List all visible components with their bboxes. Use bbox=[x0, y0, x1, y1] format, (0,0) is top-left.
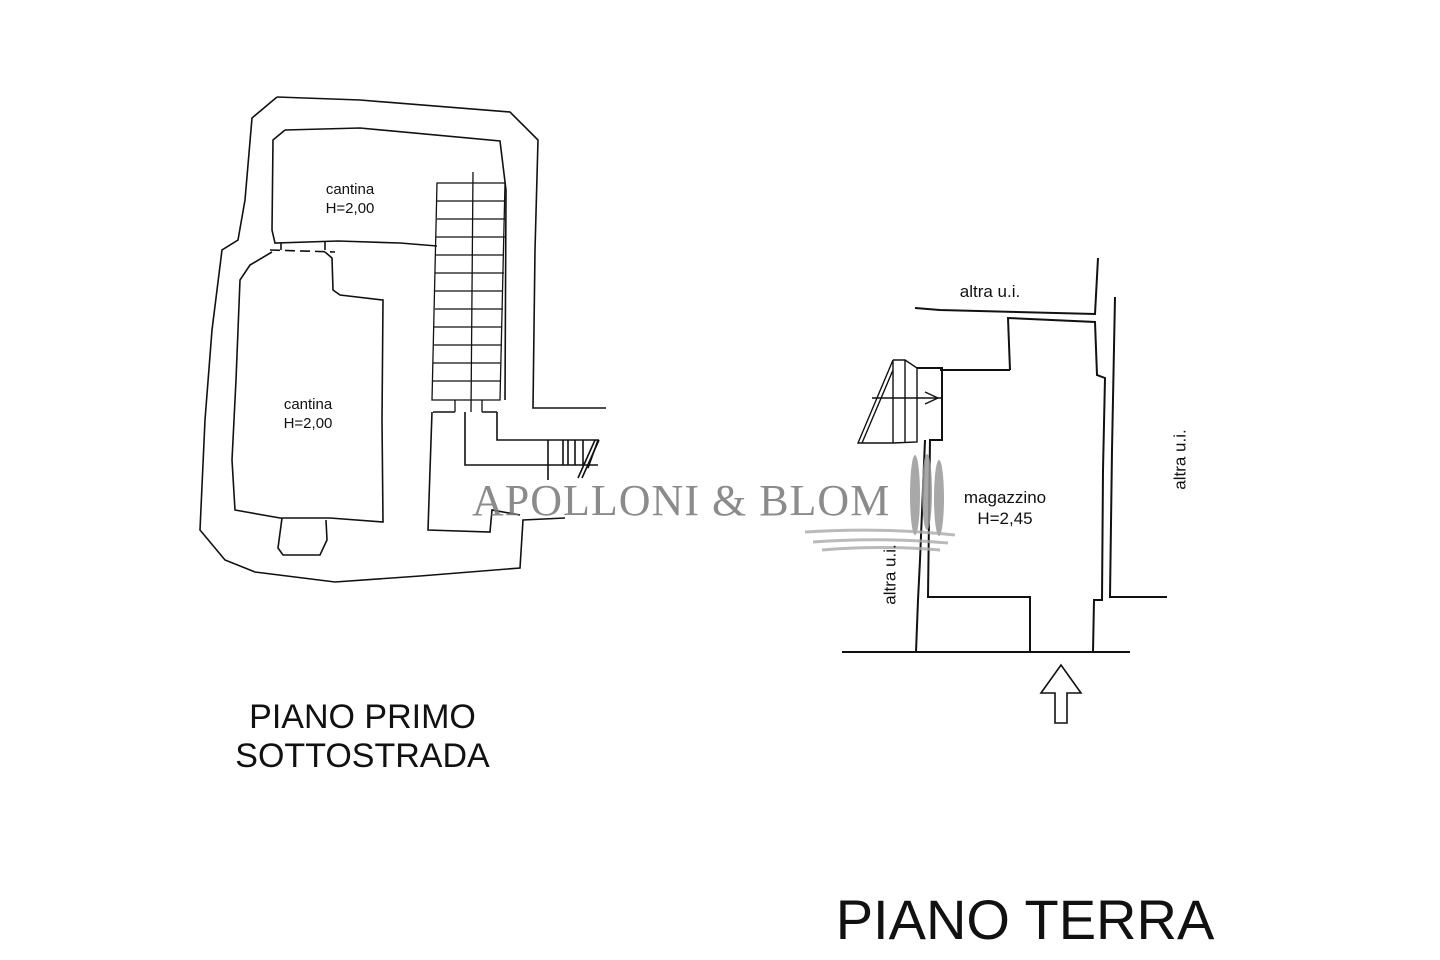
lower-stair-steps bbox=[547, 439, 600, 480]
top-neighbor-line bbox=[914, 257, 1099, 316]
right-plan-title: PIANO TERRA bbox=[835, 888, 1215, 951]
neighbor-label-left: altra u.i. bbox=[880, 544, 900, 605]
corridor bbox=[427, 411, 521, 533]
door bbox=[280, 241, 326, 250]
top-cantina-wall bbox=[284, 127, 507, 401]
neighbor-label-top: altra u.i. bbox=[959, 282, 1021, 301]
outer-wall-left bbox=[199, 96, 566, 583]
lower-stair bbox=[433, 411, 600, 469]
magazzino-wall bbox=[1006, 316, 1107, 653]
room-name: cantina bbox=[283, 396, 333, 413]
title-line: PIANO PRIMO bbox=[249, 698, 476, 736]
stair-arrow bbox=[924, 391, 940, 405]
title-line: SOTTOSTRADA bbox=[235, 737, 490, 775]
right-neighbor-wall bbox=[1108, 296, 1167, 598]
entrance-arrow-icon bbox=[1039, 663, 1083, 724]
left-plan-title: PIANO PRIMO SOTTOSTRADA bbox=[190, 698, 535, 776]
outer-wall bbox=[276, 96, 606, 409]
lower-cantina bbox=[231, 251, 384, 523]
neighbor-label-right: altra u.i. bbox=[1170, 429, 1190, 490]
room-height: H=2,00 bbox=[283, 415, 333, 432]
room-label-cantina-bottom: cantina H=2,00 bbox=[268, 395, 348, 433]
left-plan-walls bbox=[199, 96, 606, 583]
room-name: cantina bbox=[325, 181, 375, 198]
room-label-cantina-top: cantina H=2,00 bbox=[310, 180, 390, 218]
watermark-text: APOLLONI & BLOM bbox=[472, 476, 891, 525]
top-cantina-left bbox=[271, 129, 438, 247]
room-height: H=2,00 bbox=[325, 200, 375, 217]
right-stair bbox=[856, 359, 942, 444]
room-name: magazzino bbox=[963, 488, 1047, 507]
room-height: H=2,45 bbox=[977, 509, 1033, 528]
room-label-magazzino: magazzino H=2,45 bbox=[945, 487, 1065, 529]
watermark-waves bbox=[804, 528, 956, 552]
main-stair bbox=[431, 171, 506, 413]
niche bbox=[277, 517, 328, 556]
watermark-cypress-icon bbox=[910, 454, 944, 536]
door-dash bbox=[269, 249, 336, 253]
stair-block bbox=[917, 367, 1031, 652]
